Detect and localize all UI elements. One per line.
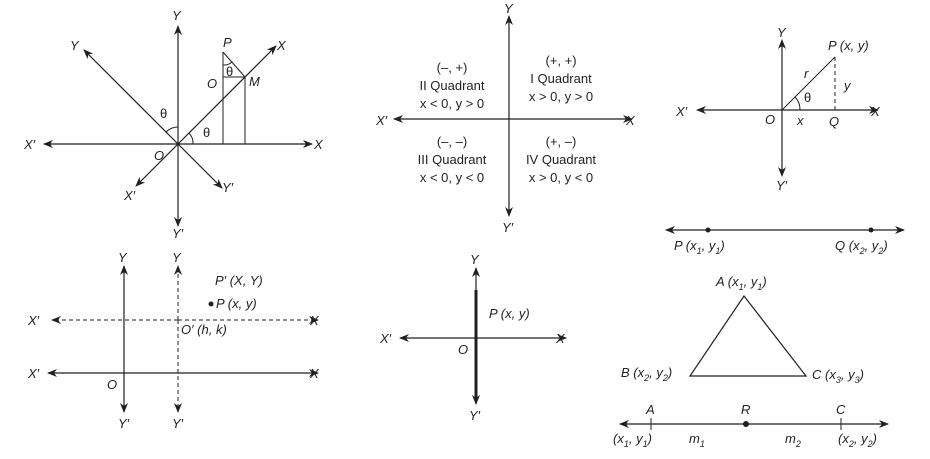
- label-r: r: [804, 66, 809, 81]
- q2-name: II Quadrant: [419, 78, 484, 93]
- q2-sign: (–, +): [437, 60, 468, 75]
- point-p: [208, 301, 214, 307]
- label-new-x-prime: X′: [27, 313, 40, 328]
- label-theta-1: θ: [160, 106, 167, 121]
- label-y: Y: [172, 8, 182, 23]
- theta-arc-2: [188, 132, 194, 145]
- point-q: [868, 227, 874, 233]
- label-p: P: [223, 35, 232, 50]
- rotated-x-axis: [177, 45, 277, 145]
- label-c: C: [836, 402, 846, 417]
- label-origin: O: [107, 377, 117, 392]
- label-m: M: [249, 74, 260, 89]
- label-theta-3: θ: [226, 64, 233, 79]
- label-q-coords: Q (x2, y2): [835, 238, 888, 256]
- q3-condition: x < 0, y < 0: [420, 170, 484, 185]
- quadrant-diagram: Y X X′ Y′ (–, +) II Quadrant x < 0, y > …: [375, 1, 636, 235]
- label-m1: m1: [689, 431, 705, 449]
- point-diagram: Y X X′ Y′ P (x, y) O: [379, 252, 567, 423]
- q1-condition: x > 0, y > 0: [529, 89, 593, 104]
- label-x: X: [309, 366, 320, 381]
- label-theta-2: θ: [203, 125, 210, 140]
- q1-sign: (+, +): [545, 53, 576, 68]
- label-a: A (x1, y1): [715, 274, 767, 292]
- segment-pm: [222, 51, 246, 78]
- label-q: Q: [829, 114, 839, 129]
- label-rot-y-prime: Y′: [222, 180, 234, 195]
- q2-condition: x < 0, y > 0: [420, 96, 484, 111]
- q4-condition: x > 0, y < 0: [529, 170, 593, 185]
- label-point-p: P (x, y): [828, 38, 869, 53]
- label-p: P (x, y): [216, 296, 257, 311]
- label-rot-x-prime: X′: [123, 188, 136, 203]
- label-right-coords: (x2, y2): [838, 431, 877, 449]
- label-o-small: O: [207, 76, 217, 91]
- label-x: X: [555, 331, 566, 346]
- label-theta: θ: [804, 90, 811, 105]
- label-origin: O: [154, 148, 164, 163]
- label-x: X: [625, 113, 636, 128]
- label-a: A: [645, 402, 655, 417]
- label-point-p: P (x, y): [489, 306, 530, 321]
- label-new-y-prime: Y′: [172, 416, 184, 431]
- label-x: X: [870, 104, 881, 119]
- radius-op: [781, 56, 836, 111]
- triangle-diagram: A (x1, y1) B (x2, y2) C (x3, y3): [621, 274, 864, 385]
- label-rot-x: X: [276, 38, 287, 53]
- label-c: C (x3, y3): [812, 367, 864, 385]
- label-x-prime: X′: [23, 137, 36, 152]
- label-x-prime: X′: [375, 113, 388, 128]
- label-x-prime: X′: [27, 366, 40, 381]
- rotated-y-axis: [83, 49, 179, 145]
- label-y-prime: Y′: [502, 220, 514, 235]
- point-r: [743, 421, 749, 427]
- label-y: Y: [118, 250, 128, 265]
- label-p-coords: P (x1, y1): [674, 238, 725, 256]
- label-rot-y: Y: [70, 38, 80, 53]
- label-y-prime: Y′: [469, 408, 481, 423]
- label-left-coords: (x1, y1): [613, 431, 652, 449]
- label-y: Y: [504, 1, 514, 16]
- label-o-prime: O′ (h, k): [181, 322, 227, 337]
- rotation-diagram: Y X X′ Y′ Y X X′ Y′ O P M O θ θ θ: [23, 8, 324, 241]
- theta-arc-1: [165, 126, 179, 133]
- rotated-x-prime-axis: [135, 143, 179, 187]
- q4-sign: (+, –): [546, 134, 577, 149]
- label-x-prime: X′: [379, 331, 392, 346]
- label-y: Y: [470, 252, 480, 267]
- translation-diagram: Y Y X X X′ X′ Y′ Y′ P′ (X, Y) P (x, y) O…: [27, 250, 320, 431]
- label-y-length: y: [843, 78, 852, 93]
- triangle-abc: [688, 294, 808, 377]
- q4-name: IV Quadrant: [526, 152, 596, 167]
- theta-arc: [794, 96, 801, 111]
- label-y-prime: Y′: [172, 226, 184, 241]
- point-p: [705, 227, 711, 233]
- label-y: Y: [777, 25, 787, 40]
- label-new-x: X: [309, 313, 320, 328]
- label-x: X: [313, 137, 324, 152]
- section-diagram: A R C (x1, y1) m1 m2 (x2, y2): [613, 402, 889, 449]
- label-r: R: [741, 402, 750, 417]
- label-y-prime: Y′: [776, 178, 788, 193]
- segment-diagram: P (x1, y1) Q (x2, y2): [665, 226, 905, 256]
- q1-name: I Quadrant: [530, 71, 592, 86]
- q3-sign: (–, –): [437, 134, 467, 149]
- label-p-prime: P′ (X, Y): [215, 273, 263, 288]
- label-y-prime: Y′: [118, 416, 130, 431]
- polar-diagram: Y X X′ Y′ P (x, y) r y x θ O Q: [675, 25, 881, 193]
- label-origin: O: [458, 342, 468, 357]
- q3-name: III Quadrant: [418, 152, 487, 167]
- theta-arc-3: [222, 61, 233, 66]
- label-new-y: Y: [172, 250, 182, 265]
- rotated-y-prime-axis: [177, 143, 223, 189]
- label-x-prime: X′: [675, 104, 688, 119]
- label-m2: m2: [785, 431, 801, 449]
- label-origin: O: [765, 112, 775, 127]
- label-b: B (x2, y2): [621, 365, 672, 383]
- label-x-length: x: [796, 113, 804, 128]
